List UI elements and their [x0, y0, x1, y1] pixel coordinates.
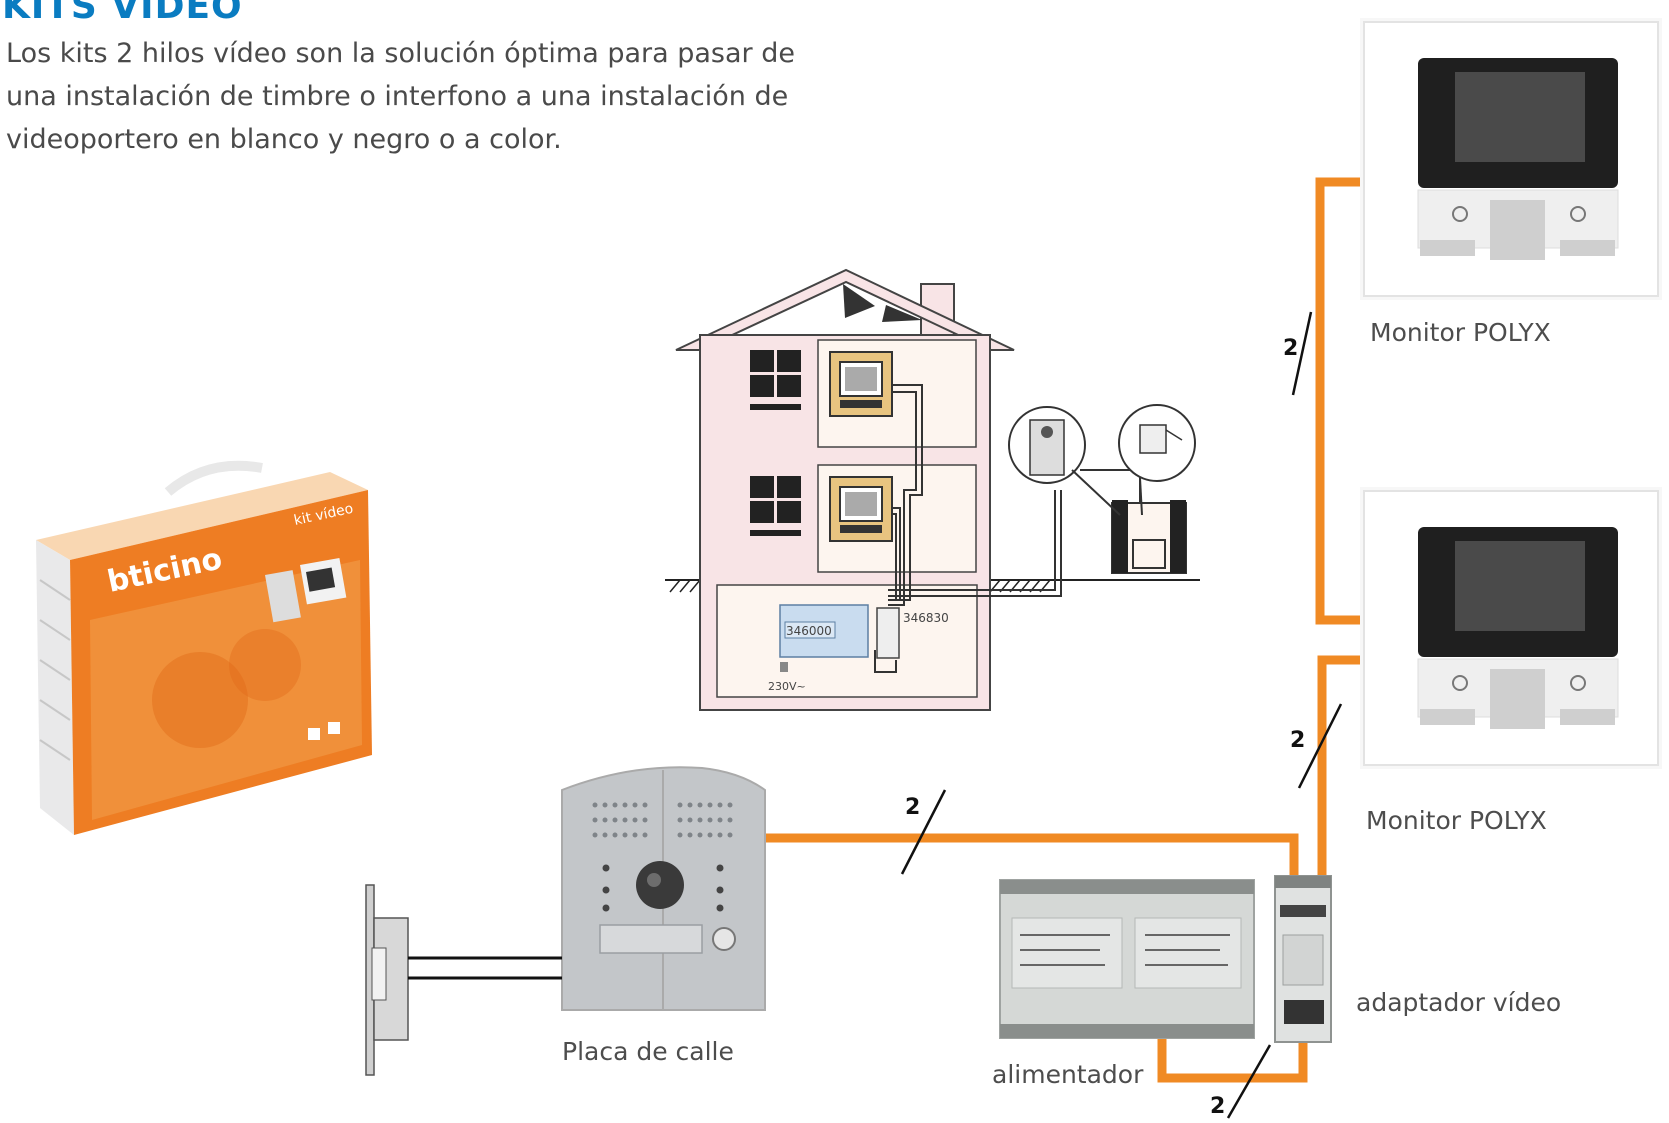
slash-marker — [1291, 311, 1313, 396]
name-card — [599, 924, 703, 954]
wire-adapter-to-monitor — [1317, 655, 1366, 878]
kit-box: bticino kit vídeo — [36, 460, 372, 835]
street-panel — [561, 766, 766, 1011]
intro-line: videoportero en blanco y negro o a color… — [6, 124, 562, 155]
orange-wiring — [765, 177, 1366, 1083]
label-street-panel: Placa de calle — [562, 1037, 734, 1066]
slash-marker — [1226, 1044, 1272, 1119]
label-video-adapter: adaptador vídeo — [1356, 988, 1562, 1017]
monitor-polyx-top — [1360, 18, 1662, 300]
monitor-polyx-bottom — [1360, 487, 1662, 769]
slash-marker — [900, 789, 947, 875]
slash-marker — [1297, 703, 1343, 789]
house-adapter-icon — [876, 607, 900, 659]
label-power-supply: alimentador — [992, 1060, 1144, 1089]
wire-count-supply-link: 2 — [1210, 1094, 1226, 1119]
label-monitor-bottom: Monitor POLYX — [1366, 806, 1547, 835]
call-button — [712, 927, 736, 951]
wire-count-monitor-feed: 2 — [1290, 728, 1306, 753]
intro-line: Los kits 2 hilos vídeo son la solución ó… — [6, 38, 795, 69]
power-supply-module — [999, 879, 1255, 1039]
house-windows — [750, 350, 801, 536]
house-monitor-icon — [829, 476, 893, 542]
video-adapter-module — [1274, 875, 1332, 1043]
house-adapter-code: 346830 — [903, 611, 949, 625]
camera-lens — [636, 861, 684, 909]
electric-door-strike — [365, 884, 409, 1076]
wire-panel-to-adapter — [765, 833, 1299, 878]
label-monitor-top: Monitor POLYX — [1370, 318, 1551, 347]
wire-count-panel-line: 2 — [905, 795, 921, 820]
wire-monitor-loop — [1315, 177, 1366, 625]
wire-supply-to-adapter — [1157, 1030, 1308, 1083]
house-mains-label: 230V~ — [768, 680, 806, 693]
house-power-code: 346000 — [786, 624, 832, 638]
page-title: KITS VÍDEO — [2, 0, 243, 27]
wire-count-markers — [900, 311, 1343, 1119]
house-monitor-icon — [829, 351, 893, 417]
wire-count-monitor-link: 2 — [1283, 336, 1299, 361]
house-diagram: 346000 346830 230V~ — [665, 268, 1200, 711]
intro-line: una instalación de timbre o interfono a … — [6, 81, 789, 112]
intro-paragraph: Los kits 2 hilos vídeo son la solución ó… — [6, 32, 866, 161]
